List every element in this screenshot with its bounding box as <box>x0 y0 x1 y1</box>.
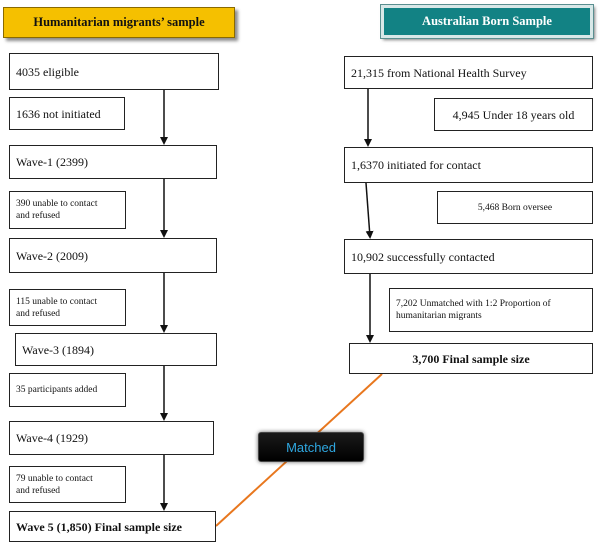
australian-final-text: 3,700 Final sample size <box>412 351 530 366</box>
exclusion-wave2-line1: 115 unable to contact <box>16 296 98 307</box>
box-born-overseas: 5,468 Born oversee <box>437 191 593 224</box>
box-eligible: 4035 eligible <box>9 53 219 90</box>
matched-label-text: Matched <box>286 439 336 455</box>
eligible-text: 4035 eligible <box>16 64 79 79</box>
participants-added-text: 35 participants added <box>16 385 98 395</box>
nhs-text: 21,315 from National Health Survey <box>351 65 527 80</box>
born-overseas-text: 5,468 Born oversee <box>477 202 553 213</box>
box-contacted: 10,902 successfully contacted <box>344 239 593 274</box>
exclusion-wave1-line2: and refused <box>16 211 61 221</box>
initiated-text: 1,6370 initiated for contact <box>351 158 481 172</box>
wave4-text: Wave-4 (1929) <box>16 431 89 445</box>
matched-label: Matched <box>258 432 364 462</box>
wave1-text: Wave-1 (2399) <box>16 155 89 169</box>
not-initiated-text: 1636 not initiated <box>16 106 101 121</box>
box-participants-added: 35 participants added <box>9 373 126 407</box>
exclusion-wave2-line2: and refused <box>16 308 61 319</box>
box-wave5-final: Wave 5 (1,850) Final sample size <box>9 511 216 542</box>
box-not-initiated: 1636 not initiated <box>9 97 125 130</box>
unmatched-line1: 7,202 Unmatched with 1:2 Proportion of <box>396 299 551 309</box>
exclusion-wave1-line1: 390 unable to contact <box>16 199 98 209</box>
under-18-text: 4,945 Under 18 years old <box>452 107 575 122</box>
box-initiated: 1,6370 initiated for contact <box>344 147 593 183</box>
box-wave4: Wave-4 (1929) <box>9 421 214 455</box>
contacted-text: 10,902 successfully contacted <box>351 249 495 264</box>
exclusion-wave4-line2: and refused <box>16 485 61 496</box>
wave2-text: Wave-2 (2009) <box>16 248 89 263</box>
exclusion-wave4-line1: 79 unable to contact <box>16 473 93 484</box>
box-unmatched: 7,202 Unmatched with 1:2 Proportion of h… <box>389 288 593 332</box>
box-nhs: 21,315 from National Health Survey <box>344 56 593 89</box>
arrow-initiated-to-contacted <box>365 182 374 239</box>
header-humanitarian: Humanitarian migrants’ sample <box>3 7 235 38</box>
header-australian-born-label: Australian Born Sample <box>422 14 552 28</box>
box-exclusion-wave1: 390 unable to contact and refused <box>9 191 126 229</box>
box-under-18: 4,945 Under 18 years old <box>434 98 593 131</box>
header-australian-born: Australian Born Sample <box>380 4 594 39</box>
box-exclusion-wave2: 115 unable to contact and refused <box>9 289 126 326</box>
box-australian-final: 3,700 Final sample size <box>349 343 593 374</box>
wave5-final-text: Wave 5 (1,850) Final sample size <box>16 519 182 534</box>
box-exclusion-wave4: 79 unable to contact and refused <box>9 466 126 503</box>
box-wave2: Wave-2 (2009) <box>9 238 217 273</box>
wave3-text: Wave-3 (1894) <box>22 342 95 357</box>
unmatched-line2: humanitarian migrants <box>396 311 482 321</box>
box-wave3: Wave-3 (1894) <box>15 333 217 366</box>
box-wave1: Wave-1 (2399) <box>9 145 217 179</box>
header-humanitarian-label: Humanitarian migrants’ sample <box>33 15 205 29</box>
